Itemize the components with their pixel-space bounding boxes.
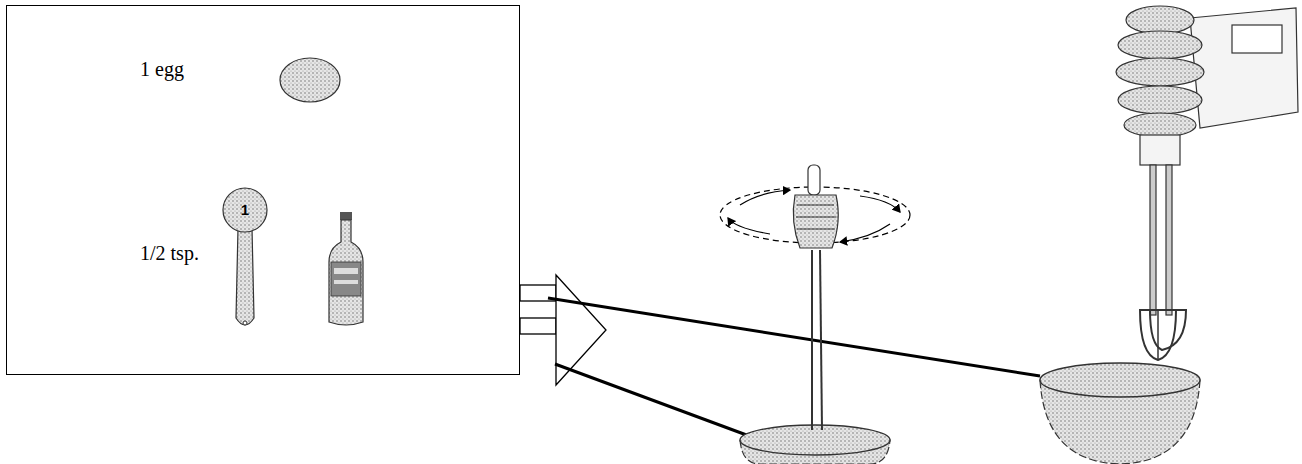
- leader-line: [548, 298, 1040, 376]
- ingredient-quantity: 1 egg: [140, 58, 184, 81]
- egg-icon: [280, 58, 340, 102]
- vanilla-bottle-icon: [329, 212, 363, 325]
- whisk-bowl: [740, 425, 890, 464]
- ingredient-quantity: 1/2 tsp.: [140, 242, 199, 265]
- ingredient-box: 1 egg 1/2 tsp.: [6, 5, 520, 375]
- mixer-bowl: [1040, 363, 1200, 464]
- teaspoon-icon: [223, 188, 267, 325]
- spoon-number: 1: [241, 201, 249, 218]
- electric-mixer: [1116, 6, 1298, 360]
- hand-whisk: [720, 165, 910, 430]
- leader-line: [555, 364, 760, 440]
